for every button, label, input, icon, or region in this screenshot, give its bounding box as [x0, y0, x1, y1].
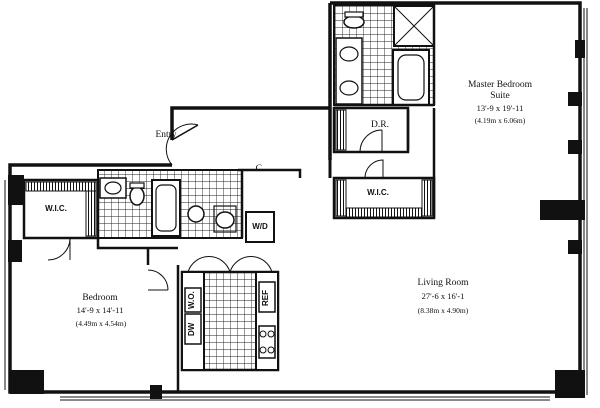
washer-dryer-label: W/D: [252, 222, 268, 231]
columns: [8, 40, 585, 399]
second-bath: [97, 169, 243, 239]
wall-oven-label: W.O.: [187, 291, 196, 309]
living-room-metric: (8.38m x 4.90m): [417, 306, 469, 315]
master-bedroom-title: Master Bedroom Suite: [452, 80, 548, 102]
washer-dryer: [245, 211, 275, 243]
bedroom-wic: [22, 178, 100, 261]
dressing-room-label: D.R.: [371, 120, 389, 130]
living-room-name: Living Room: [417, 278, 469, 288]
dishwasher-label: DW: [187, 322, 196, 336]
master-bath: [333, 4, 436, 107]
bedroom-name: Bedroom: [82, 293, 118, 303]
closet-c: [238, 168, 302, 238]
bedroom-dim: 14'-9 x 14'-11: [76, 305, 124, 315]
entry-label: Entry: [155, 130, 177, 140]
master-bedroom-dim: 13'-9 x 19'-11: [476, 103, 524, 113]
master-bedroom-metric: (4.19m x 6.06m): [474, 116, 526, 125]
refrigerator-label: REF: [261, 290, 270, 306]
closet-label: C.: [255, 164, 265, 174]
kitchen: [180, 256, 280, 372]
entry-door: [165, 123, 199, 166]
dressing-room: [332, 106, 410, 154]
master-bedroom-name2: Suite: [490, 90, 510, 101]
living-room-dim: 27'-6 x 16'-1: [421, 291, 465, 301]
bedroom-wic-label: W.I.C.: [45, 204, 67, 213]
master-wic-label: W.I.C.: [367, 188, 389, 197]
master-bedroom-name: Master Bedroom: [467, 80, 533, 90]
windows: [4, 8, 588, 401]
bedroom-walls: [96, 238, 180, 392]
bedroom-metric: (4.49m x 4.54m): [75, 319, 127, 328]
